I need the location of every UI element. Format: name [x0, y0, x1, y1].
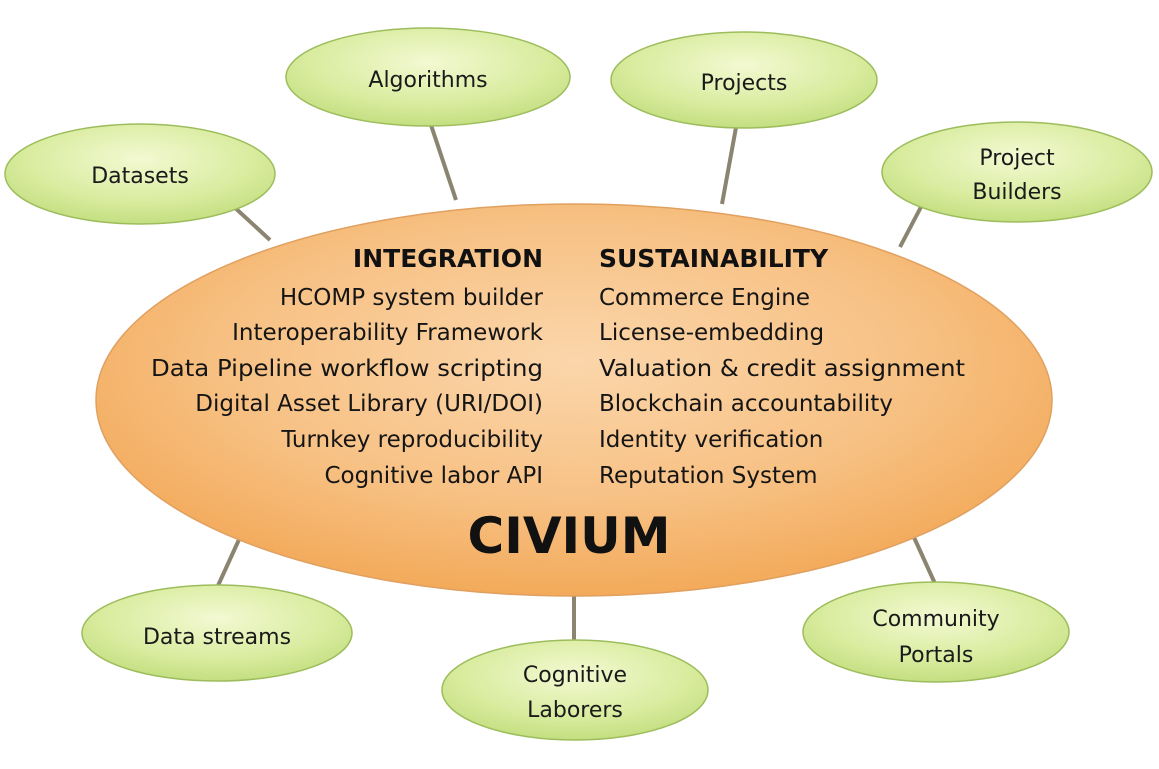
integration-item: Interoperability Framework [232, 320, 544, 346]
connector-community-portals [910, 532, 939, 589]
satellite-ellipse [441, 639, 709, 741]
satellite-label: Builders [972, 180, 1061, 205]
satellite-label: Community [872, 607, 999, 632]
satellite-ellipse [285, 27, 571, 127]
satellite-community-portals: Community Portals [802, 581, 1070, 683]
connector-datasets [230, 203, 272, 242]
sustainability-heading: SUSTAINABILITY [599, 244, 829, 273]
sustainability-item: Commerce Engine [599, 285, 810, 311]
satellite-ellipse [81, 584, 353, 682]
integration-item: Digital Asset Library (URI/DOI) [195, 391, 543, 417]
satellite-ellipse [802, 581, 1070, 683]
satellite-projects: Projects [610, 31, 878, 129]
connector-algorithms [429, 124, 458, 201]
satellite-label: Datasets [91, 164, 189, 189]
civium-hub: INTEGRATION HCOMP system builder Interop… [95, 203, 1053, 597]
satellite-label: Project [979, 146, 1055, 171]
satellite-cognitive-laborers: Cognitive Laborers [441, 639, 709, 741]
sustainability-item: License-embedding [599, 320, 824, 346]
satellite-ellipse [4, 123, 276, 225]
satellite-label: Laborers [527, 698, 623, 723]
satellite-label: Data streams [143, 625, 291, 650]
integration-heading: INTEGRATION [353, 244, 543, 273]
integration-item: Data Pipeline workflow scripting [151, 356, 543, 382]
sustainability-item: Blockchain accountability [599, 391, 893, 417]
integration-item: Turnkey reproducibility [280, 427, 543, 453]
satellite-algorithms: Algorithms [285, 27, 571, 127]
satellite-label: Algorithms [368, 68, 487, 93]
satellite-ellipse [881, 121, 1153, 223]
civium-ellipse [95, 203, 1053, 597]
satellite-label: Portals [899, 643, 974, 668]
satellite-data-streams: Data streams [81, 584, 353, 682]
connector-projects [720, 121, 739, 205]
integration-item: HCOMP system builder [280, 285, 544, 311]
connector-project-builders [898, 204, 924, 248]
satellite-label: Projects [701, 71, 788, 96]
satellite-label: Cognitive [523, 663, 627, 688]
connectors [214, 121, 939, 643]
satellite-project-builders: Project Builders [881, 121, 1153, 223]
satellite-datasets: Datasets [4, 123, 276, 225]
integration-item: Cognitive labor API [325, 463, 544, 489]
satellite-ellipse [610, 31, 878, 129]
sustainability-item: Valuation & credit assignment [599, 356, 965, 382]
sustainability-item: Reputation System [599, 463, 818, 489]
connector-data-streams [214, 532, 244, 591]
sustainability-item: Identity verification [599, 427, 823, 453]
civium-title: CIVIUM [468, 507, 671, 565]
